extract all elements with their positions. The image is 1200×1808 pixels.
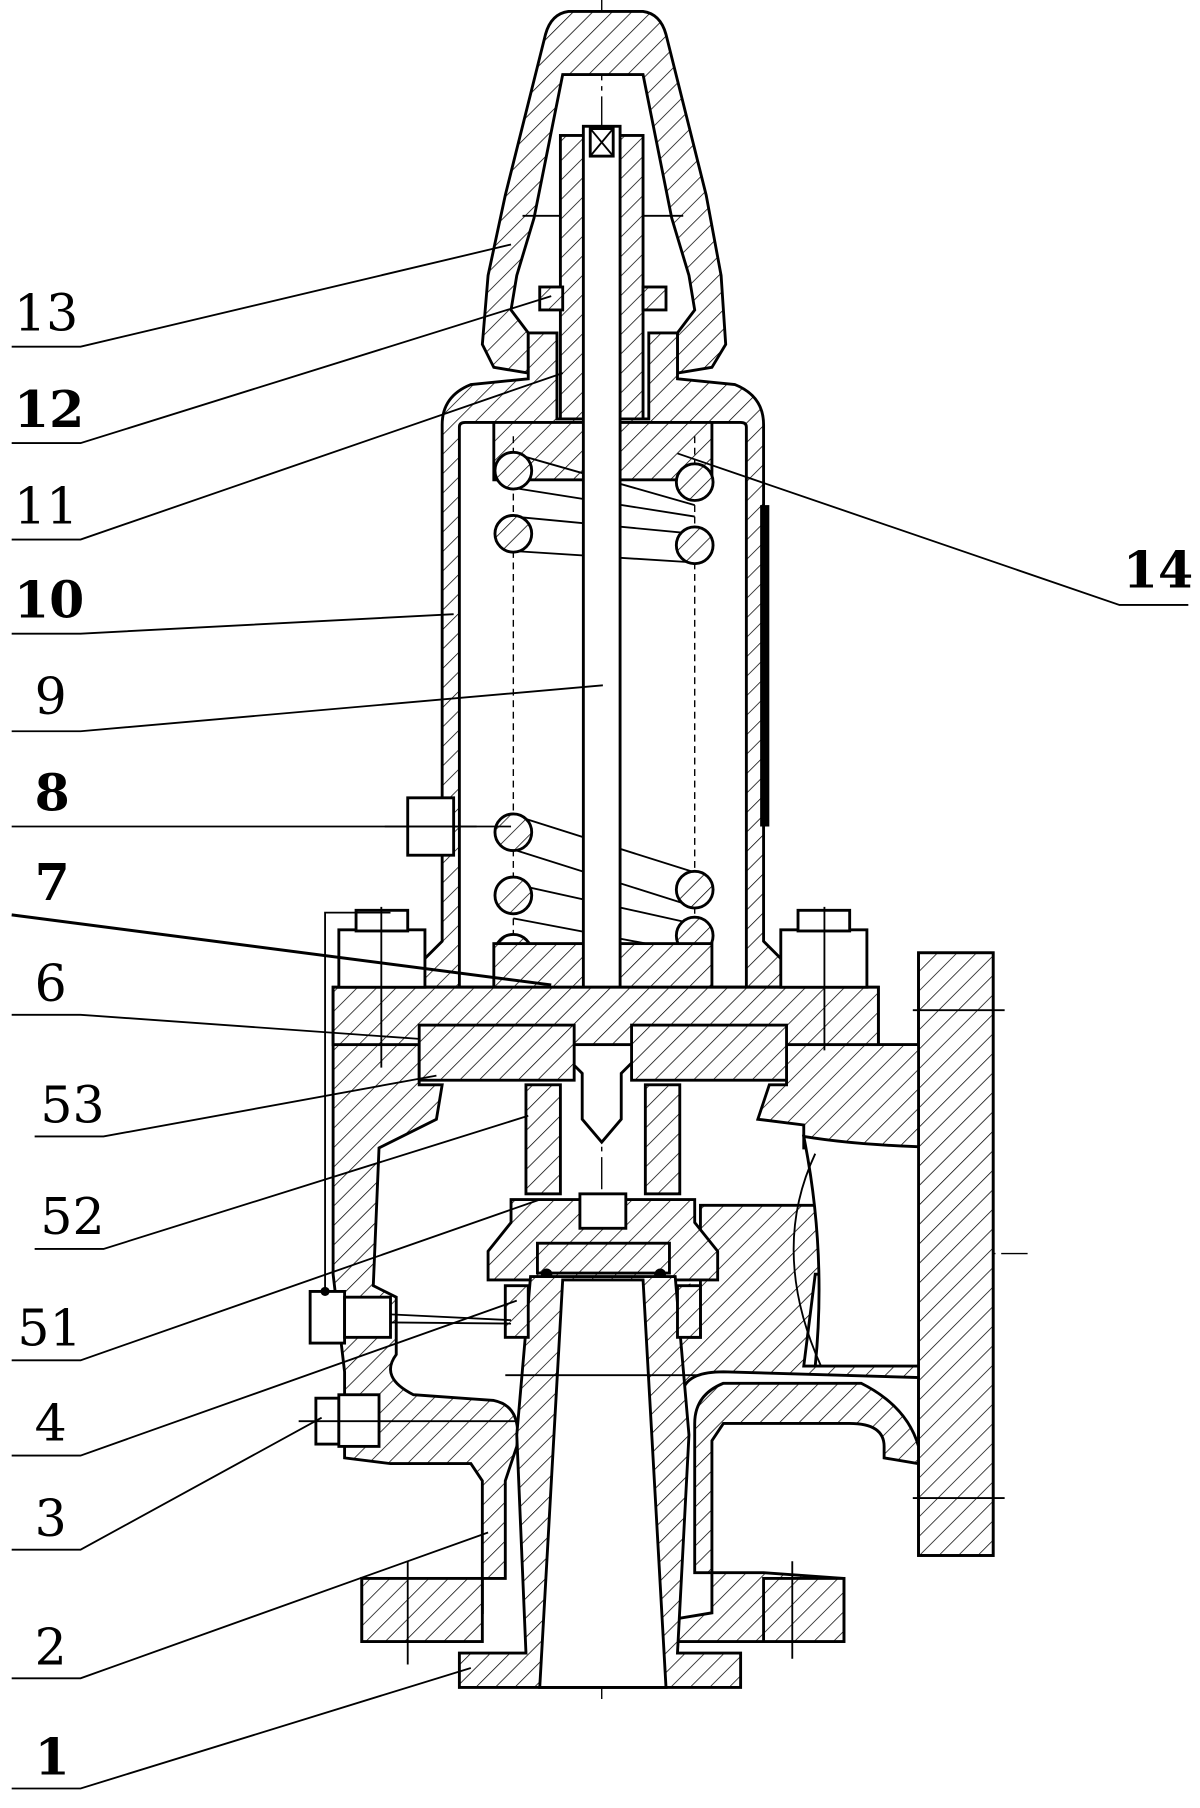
label-2: 2	[35, 1618, 67, 1677]
guide-part-6	[417, 1023, 788, 1082]
adjusting-ring-screw-part-3	[298, 911, 517, 1448]
label-13: 13	[14, 284, 78, 343]
label-1: 1	[35, 1728, 70, 1787]
body-part-2	[331, 951, 1005, 1665]
leader-lines	[11, 243, 1189, 1790]
label-4: 4	[35, 1394, 67, 1453]
label-51: 51	[17, 1298, 81, 1357]
adjusting-screw-part-11	[538, 134, 668, 424]
label-53: 53	[40, 1076, 104, 1135]
label-8: 8	[35, 763, 70, 822]
label-7: 7	[35, 853, 70, 912]
label-52: 52	[40, 1187, 104, 1246]
label-12: 12	[14, 380, 84, 439]
label-6: 6	[35, 954, 67, 1013]
label-14: 14	[1123, 541, 1193, 600]
label-11: 11	[14, 476, 78, 535]
label-10: 10	[14, 571, 84, 630]
label-3: 3	[35, 1489, 67, 1548]
bellows-part-52	[524, 1083, 682, 1196]
stem-part-9	[569, 124, 635, 1145]
disc-part-51	[486, 1192, 720, 1282]
nozzle-part-1	[457, 1275, 743, 1689]
label-9: 9	[35, 667, 67, 726]
